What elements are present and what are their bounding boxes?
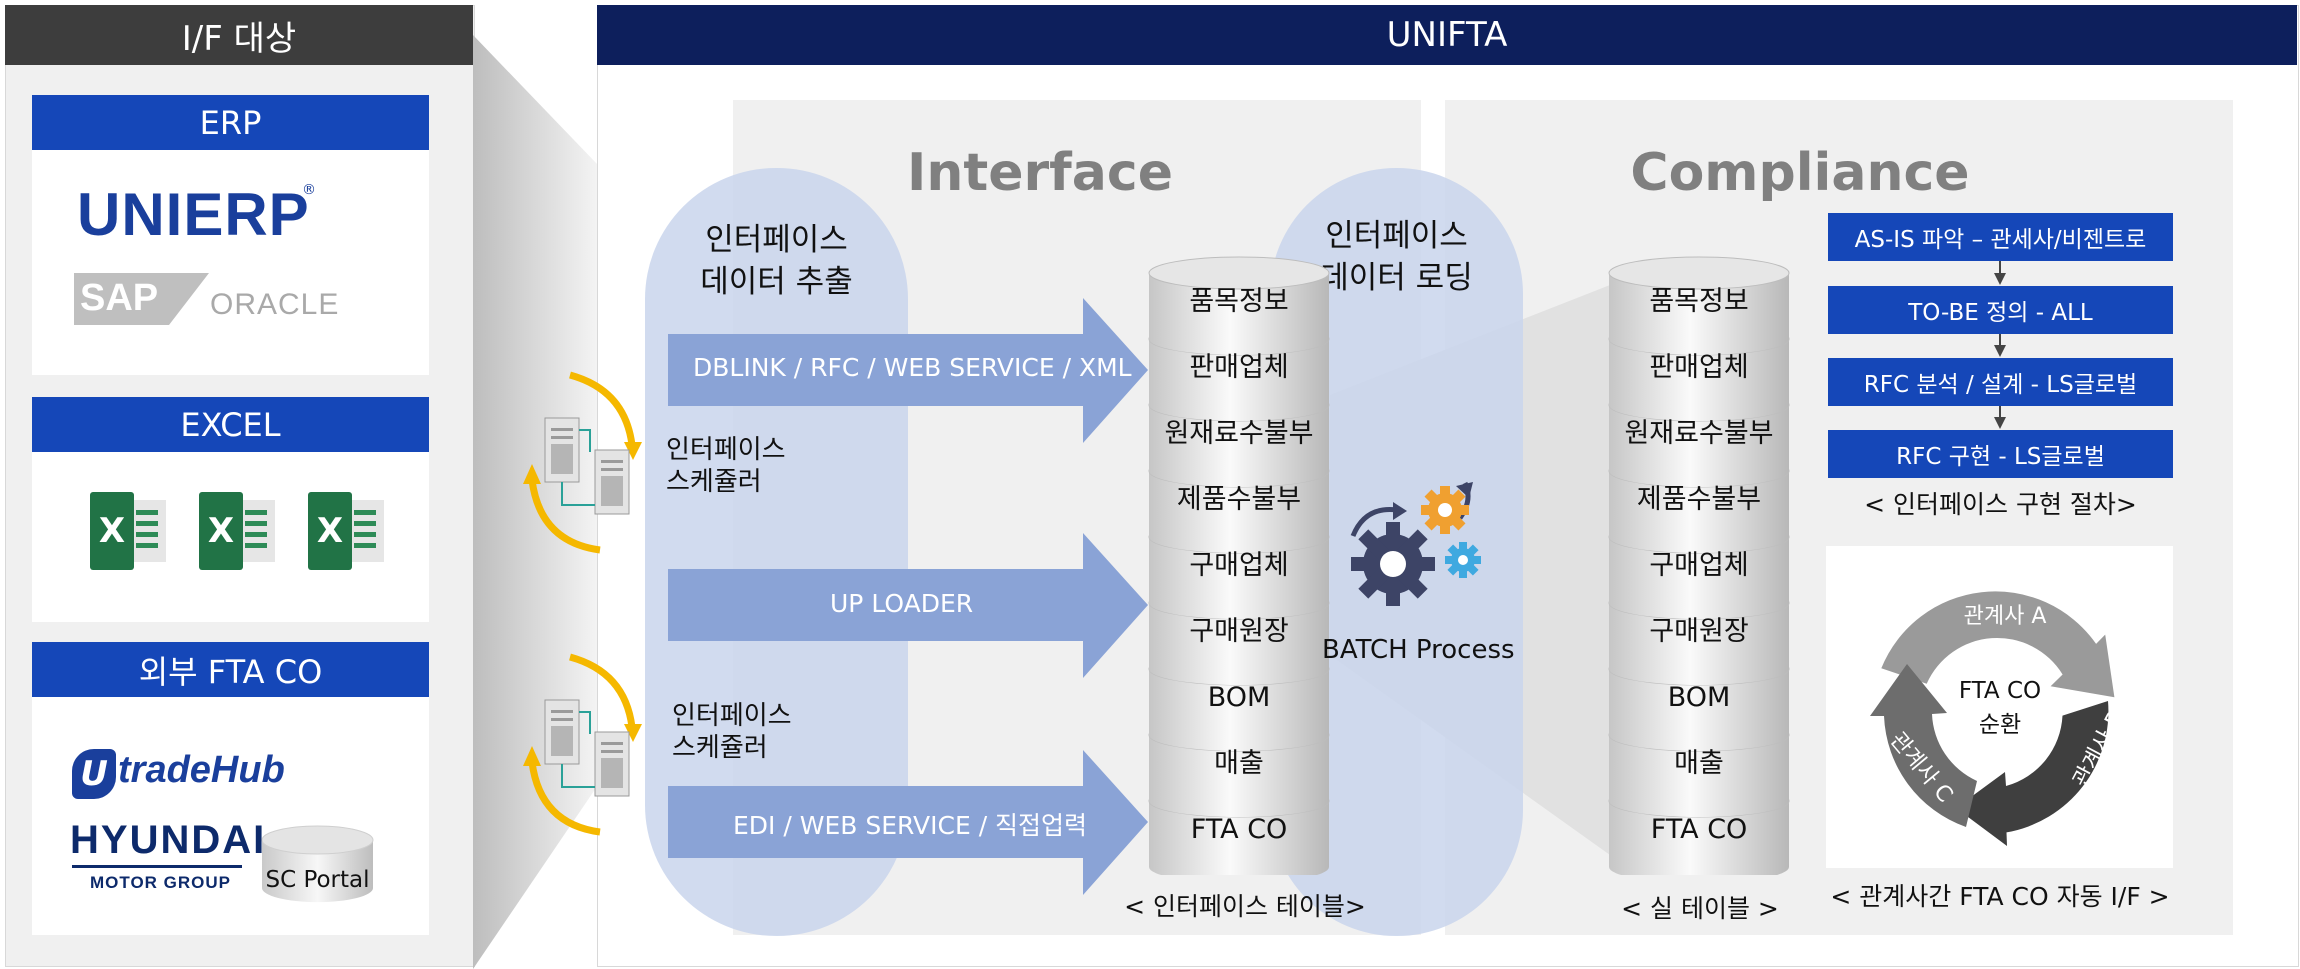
db-segment xyxy=(1149,603,1329,685)
step-rfc-impl: RFC 구현 - LS글로벌 xyxy=(1828,430,2173,478)
scheduler-icon xyxy=(523,653,642,836)
db-segment xyxy=(1149,339,1329,421)
erp-logo-box: UNIERP ® SAP ORACLE xyxy=(32,150,429,375)
db-segment-top xyxy=(1608,256,1790,290)
db-table-label: 구매업체 xyxy=(1189,550,1289,581)
oracle-logo: ORACLE xyxy=(210,288,340,321)
cycle-diagram xyxy=(1870,591,2115,846)
db-table-label: 매출 xyxy=(1674,748,1724,779)
db-table-label: 품목정보 xyxy=(1649,286,1749,317)
steps-caption: < 인터페이스 구현 절차> xyxy=(1864,490,2137,519)
db-table-label: 제품수불부 xyxy=(1176,484,1302,515)
db-segment-top xyxy=(1148,256,1330,290)
step-to-be: TO-BE 정의 - ALL xyxy=(1828,286,2173,334)
unierp-logo: UNIERP xyxy=(77,181,310,248)
db-table-label: 원재료수불부 xyxy=(1624,418,1774,449)
left-panel-title: I/F 대상 xyxy=(5,5,473,65)
excel-icon: X xyxy=(90,492,166,570)
utradehub-logo: tradeHub xyxy=(118,749,285,791)
utradehub-u-logo: U xyxy=(72,749,116,799)
db-segment xyxy=(1609,801,1789,875)
db-segment xyxy=(1149,273,1329,355)
external-fta-header: 외부 FTA CO xyxy=(32,642,429,697)
db-table-label: 매출 xyxy=(1214,748,1264,779)
db-segment xyxy=(1149,669,1329,751)
compliance-title: Compliance xyxy=(1630,143,1970,203)
sap-logo: SAP xyxy=(74,273,209,325)
step-as-is: AS-IS 파악 – 관세사/비젠트로 xyxy=(1828,213,2173,261)
db-table-label: BOM xyxy=(1207,682,1271,713)
cycle-label-a: 관계사 A xyxy=(1963,604,2047,629)
gears-icon xyxy=(1350,481,1481,606)
motor-group-text: MOTOR GROUP xyxy=(90,873,232,892)
db-table-label: 구매원장 xyxy=(1189,616,1289,647)
excel-icon: X xyxy=(308,492,384,570)
interface-title: Interface xyxy=(907,143,1173,203)
db-table-label: 판매업체 xyxy=(1189,352,1289,383)
db-table-label: 구매원장 xyxy=(1649,616,1749,647)
db-segment xyxy=(1609,603,1789,685)
sc-portal-label: SC Portal xyxy=(265,867,370,893)
cycle-caption: < 관계사간 FTA CO 자동 I/F > xyxy=(1830,882,2170,911)
batch-process-label: BATCH Process xyxy=(1322,635,1515,665)
db-segment xyxy=(1149,735,1329,817)
db-table-label: BOM xyxy=(1667,682,1731,713)
arrow-edi xyxy=(668,750,1148,895)
real-table-caption: < 실 테이블 > xyxy=(1621,894,1779,923)
hyundai-divider xyxy=(72,865,242,868)
db-table-label: 판매업체 xyxy=(1649,352,1749,383)
arrow-uploader xyxy=(668,533,1148,678)
arrow-uploader-label: UP LOADER xyxy=(830,589,974,618)
db-segment xyxy=(1149,471,1329,553)
arrow-dblink-label: DBLINK / RFC / WEB SERVICE / XML xyxy=(693,353,1132,382)
db-segment xyxy=(1149,801,1329,875)
db-segment xyxy=(1149,537,1329,619)
db-table-label: 품목정보 xyxy=(1189,286,1289,317)
arrow-edi-label: EDI / WEB SERVICE / 직접업력 xyxy=(733,811,1088,840)
excel-header: EXCEL xyxy=(32,397,429,452)
erp-header: ERP xyxy=(32,95,429,150)
hyundai-logo: HYUNDAI xyxy=(70,818,267,862)
step-rfc-design: RFC 분석 / 설계 - LS글로벌 xyxy=(1828,358,2173,406)
db-table-label: 제품수불부 xyxy=(1636,484,1762,515)
arrow-dblink xyxy=(668,298,1148,443)
sc-portal-db-icon xyxy=(261,825,374,903)
registered-mark: ® xyxy=(302,182,316,198)
excel-icon: X xyxy=(199,492,275,570)
db-table-label: FTA CO xyxy=(1650,814,1748,845)
step-connectors xyxy=(1994,261,2006,429)
scheduler-icon xyxy=(523,371,642,554)
db-table-label: 원재료수불부 xyxy=(1164,418,1314,449)
db-table-label: 구매업체 xyxy=(1649,550,1749,581)
external-logo-box: U tradeHub HYUNDAI MOTOR GROUP SC Portal xyxy=(32,697,429,935)
db-segment xyxy=(1609,339,1789,421)
main-title: UNIFTA xyxy=(597,5,2297,65)
db-segment xyxy=(1609,471,1789,553)
excel-logo-box: X X X xyxy=(32,452,429,622)
db-segment xyxy=(1609,273,1789,355)
db-segment xyxy=(1609,669,1789,751)
db-segment xyxy=(1609,405,1789,487)
interface-table-caption: < 인터페이스 테이블> xyxy=(1124,892,1366,921)
db-segment xyxy=(1609,537,1789,619)
db-segment xyxy=(1149,405,1329,487)
db-table-label: FTA CO xyxy=(1190,814,1288,845)
db-segment xyxy=(1609,735,1789,817)
